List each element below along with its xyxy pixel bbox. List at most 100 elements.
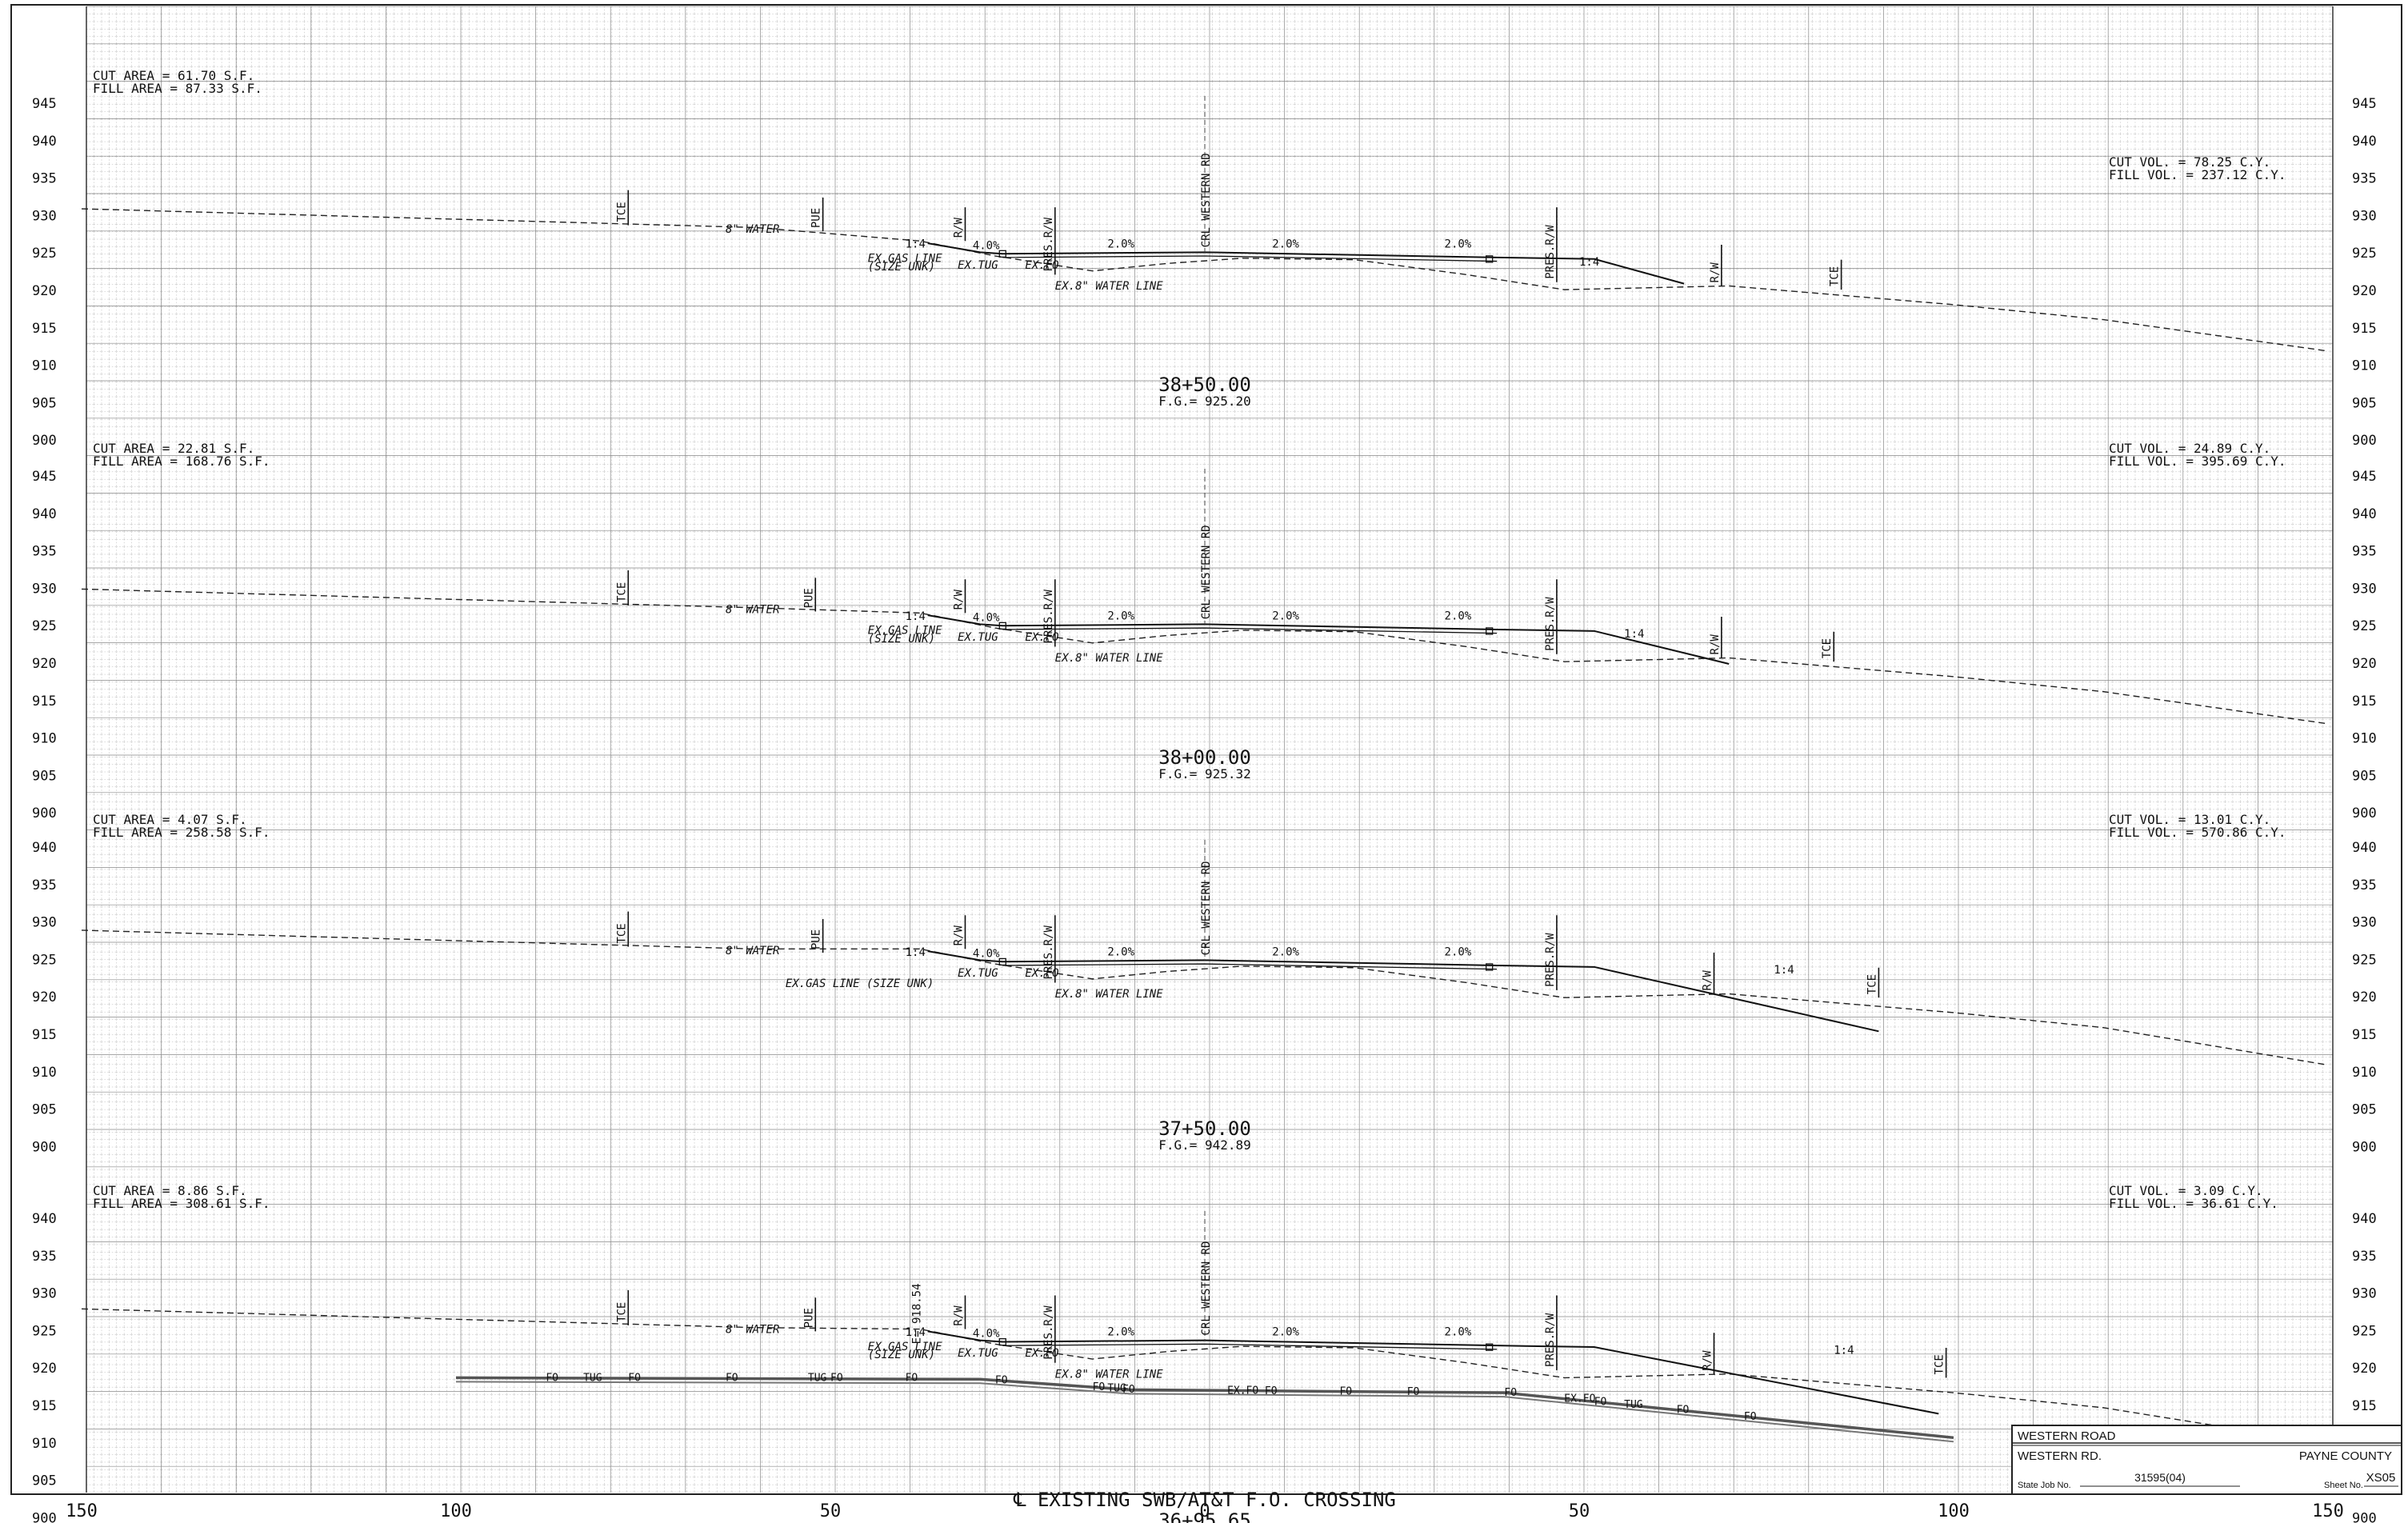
elevation-label: 925 bbox=[2352, 246, 2377, 262]
fo-crossing-label: TUG bbox=[1624, 1399, 1643, 1411]
fo-crossing-label: FO bbox=[830, 1372, 843, 1384]
elevation-label: 920 bbox=[2352, 283, 2377, 299]
elevation-label: 935 bbox=[2352, 171, 2377, 187]
elevation-label: 900 bbox=[32, 1510, 57, 1523]
elevation-label: 915 bbox=[32, 321, 57, 337]
fo-crossing-label: FO bbox=[1504, 1387, 1517, 1399]
elevation-label: 940 bbox=[2352, 506, 2377, 522]
cross-slope-label: 2.0% bbox=[1107, 1326, 1134, 1339]
elevation-label: 910 bbox=[32, 1436, 57, 1452]
elevation-label: 930 bbox=[32, 208, 57, 224]
cut-area-label: CUT AREA = 4.07 S.F. bbox=[93, 812, 247, 827]
fo-crossing-label: FO bbox=[1122, 1384, 1135, 1396]
offset-label: 50 bbox=[1569, 1501, 1590, 1521]
cut-area-label: CUT AREA = 8.86 S.F. bbox=[93, 1183, 247, 1198]
subgrade-line bbox=[1002, 627, 1498, 634]
gas-line-size-label: (SIZE UNK) bbox=[868, 633, 935, 646]
tce-left-label: TCE bbox=[615, 923, 628, 943]
water-label: 8" WATER bbox=[726, 223, 779, 236]
elevation-label: 945 bbox=[32, 469, 57, 485]
fo-line-secondary bbox=[455, 1381, 1954, 1443]
gas-line-label: EX.GAS LINE bbox=[868, 252, 942, 265]
fo-crossing-label: FO bbox=[1594, 1396, 1607, 1408]
fo-crossing-label: FO bbox=[1265, 1385, 1278, 1397]
tce-right-label: TCE bbox=[1934, 1354, 1946, 1374]
offset-label: 50 bbox=[820, 1501, 842, 1521]
slope-left-label: 1:4 bbox=[906, 238, 926, 251]
fo-label: EX.FO bbox=[1025, 1347, 1058, 1360]
section-4: CUT AREA = 8.86 S.F.FILL AREA = 308.61 S… bbox=[81, 1183, 2329, 1523]
offset-label: 100 bbox=[440, 1501, 472, 1521]
tce-left-label: TCE bbox=[615, 202, 628, 222]
fo-crossing-label: FO bbox=[628, 1372, 641, 1384]
fo-crossing-label: TUG bbox=[583, 1372, 602, 1384]
curb-left bbox=[998, 622, 1006, 630]
water-line-label: EX.8" WATER LINE bbox=[1055, 1368, 1163, 1381]
elevation-label: 905 bbox=[2352, 395, 2377, 411]
fo-crossing-label: FO bbox=[906, 1372, 918, 1384]
elevation-label: 930 bbox=[2352, 208, 2377, 224]
elevation-label: 930 bbox=[32, 1286, 57, 1302]
elevation-label: 920 bbox=[2352, 989, 2377, 1005]
state-job-number: 31595(04) bbox=[2134, 1471, 2186, 1484]
curb-left bbox=[998, 1337, 1006, 1346]
elevation-label: 920 bbox=[2352, 656, 2377, 672]
fo-crossing-label: TUG bbox=[1107, 1382, 1126, 1394]
title-road: WESTERN RD. bbox=[2018, 1449, 2102, 1463]
cross-sections: CUT AREA = 61.70 S.F.FILL AREA = 87.33 S… bbox=[81, 68, 2329, 1523]
elevation-label: 925 bbox=[2352, 1323, 2377, 1339]
fo-crossing-label: FO bbox=[1407, 1386, 1420, 1398]
elevation-label: 925 bbox=[32, 1323, 57, 1339]
fill-volume-label: FILL VOL. = 395.69 C.Y. bbox=[2109, 454, 2286, 469]
tug-label: EX.TUG bbox=[958, 967, 998, 980]
elevation-label: 945 bbox=[2352, 469, 2377, 485]
cross-slope-label: 2.0% bbox=[1107, 945, 1134, 958]
pue-left-label: PUE bbox=[802, 588, 815, 608]
shoulder-slope-label: 4.0% bbox=[973, 947, 1000, 960]
fo-label: EX.FO bbox=[1025, 967, 1058, 980]
elevation-label: 905 bbox=[32, 395, 57, 411]
rw-right-label: R/W bbox=[1709, 262, 1722, 283]
fill-area-label: FILL AREA = 258.58 S.F. bbox=[93, 825, 270, 840]
crossing-label: ℄ EXISTING SWB/AT&T F.O. CROSSING bbox=[1013, 1489, 1396, 1511]
gas-line-label: EX.GAS LINE bbox=[868, 625, 942, 638]
tug-label: EX.TUG bbox=[958, 259, 998, 272]
elevation-label: 920 bbox=[2352, 1361, 2377, 1377]
pue-left-label: PUE bbox=[802, 1308, 815, 1328]
elevation-label: 900 bbox=[32, 433, 57, 449]
elevation-label: 935 bbox=[2352, 1249, 2377, 1265]
fo-crossing-label: FO bbox=[1677, 1405, 1690, 1417]
gas-line-size-label: (SIZE UNK) bbox=[868, 1349, 935, 1361]
elevation-label: 910 bbox=[32, 731, 57, 747]
pres-rw-left-label: PRES.R/W bbox=[1042, 589, 1055, 643]
sheet-number: XS05 bbox=[2366, 1471, 2396, 1485]
state-job-label: State Job No. bbox=[2018, 1481, 2071, 1490]
station-label: 36+95.65 bbox=[1158, 1509, 1251, 1523]
station-label: 38+50.00 bbox=[1158, 374, 1251, 396]
elevation-labels-right: 9459409359309259209159109059009459409359… bbox=[2352, 96, 2377, 1523]
elevation-label: 915 bbox=[2352, 1398, 2377, 1414]
pres-rw-right-label: PRES.R/W bbox=[1544, 933, 1557, 987]
elevation-label: 920 bbox=[32, 989, 57, 1005]
rw-left-label: R/W bbox=[952, 1305, 965, 1326]
centerline-label: CRL WESTERN RD bbox=[1200, 525, 1213, 619]
existing-ground-line bbox=[81, 588, 2329, 725]
cross-slope-label: 2.0% bbox=[1272, 945, 1299, 958]
existing-ground-line bbox=[81, 1308, 2329, 1445]
pres-rw-left-label: PRES.R/W bbox=[1042, 1305, 1055, 1360]
elevation-label: 935 bbox=[2352, 544, 2377, 560]
elevation-label: 920 bbox=[32, 283, 57, 299]
offset-label: 0 bbox=[1199, 1501, 1210, 1521]
slope-left-label: 1:4 bbox=[906, 1326, 926, 1339]
elevation-label: 940 bbox=[32, 134, 57, 150]
elevation-point-label: E= 918.54 bbox=[910, 1283, 923, 1344]
shoulder-slope-label: 4.0% bbox=[973, 611, 1000, 624]
cut-volume-label: CUT VOL. = 13.01 C.Y. bbox=[2109, 812, 2270, 827]
section-1: CUT AREA = 61.70 S.F.FILL AREA = 87.33 S… bbox=[81, 68, 2329, 409]
slope-right-label: 1:4 bbox=[1579, 256, 1599, 269]
fill-area-label: FILL AREA = 87.33 S.F. bbox=[93, 81, 262, 96]
elevation-label: 930 bbox=[32, 581, 57, 597]
curb-left bbox=[998, 957, 1006, 966]
elevation-label: 905 bbox=[2352, 1102, 2377, 1118]
